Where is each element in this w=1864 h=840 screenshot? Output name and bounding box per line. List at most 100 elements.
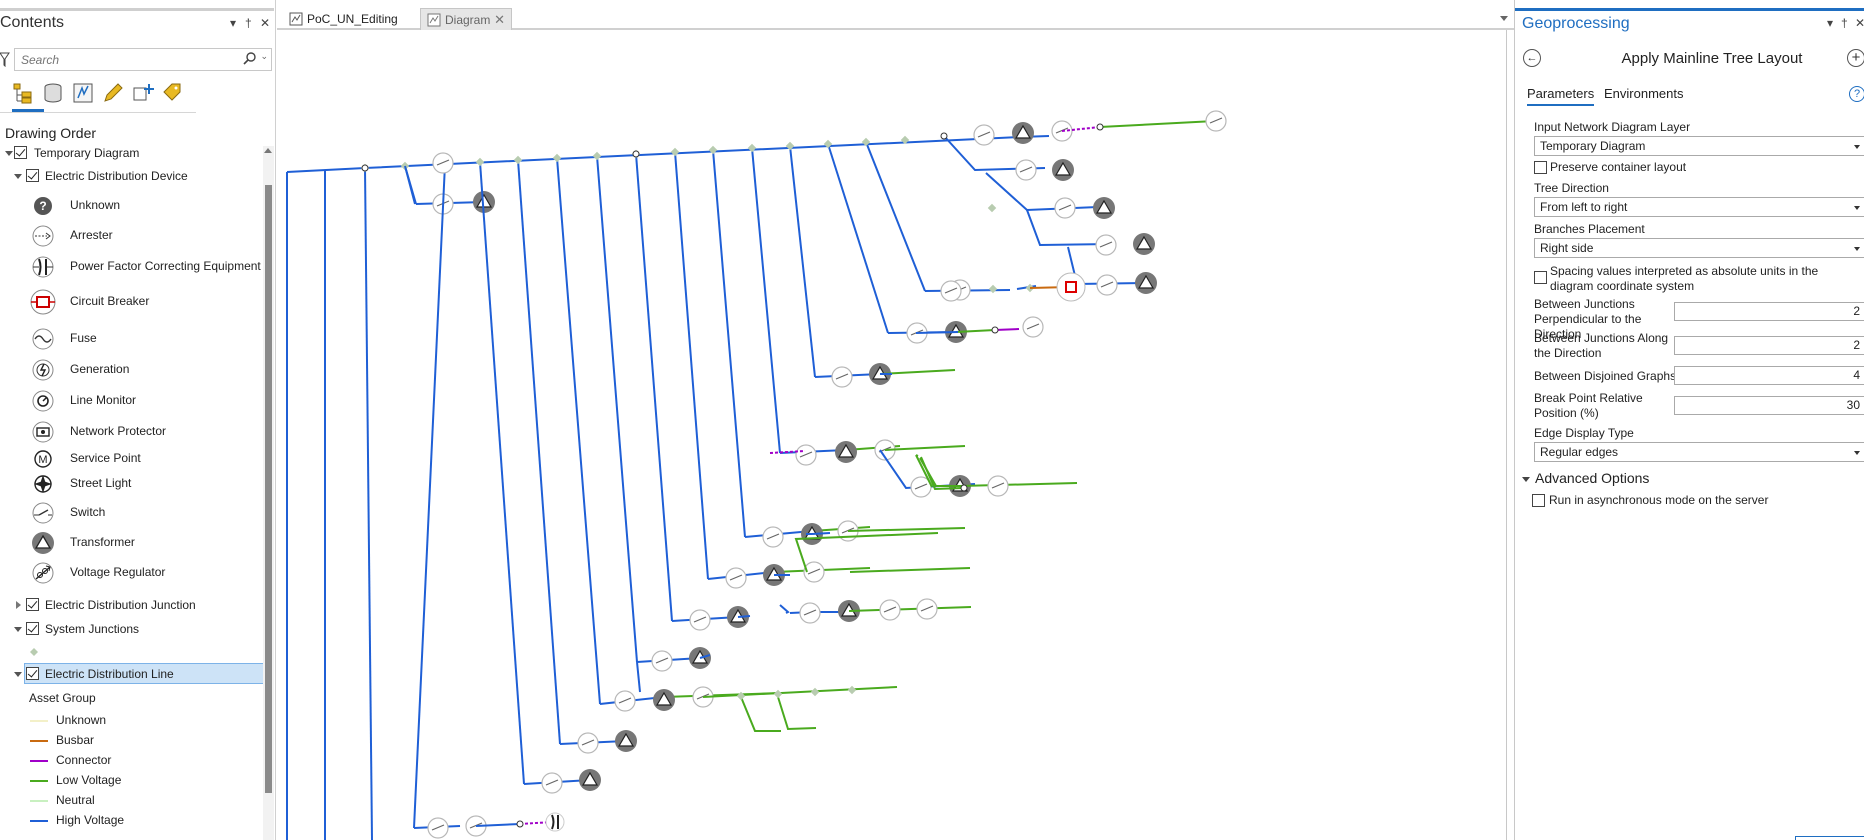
switch-symbol[interactable] [940,280,962,302]
transformer-symbol[interactable] [1052,159,1074,181]
close-icon[interactable]: ✕ [260,16,271,30]
switch-symbol[interactable] [1095,234,1117,256]
spacing-absolute-checkbox[interactable] [1534,271,1547,284]
edge-display-dropdown[interactable]: Regular edges [1534,442,1864,462]
list-by-editing-icon[interactable] [100,80,126,106]
visibility-checkbox[interactable] [14,146,27,159]
expand-icon[interactable] [16,601,21,609]
switch-symbol[interactable] [541,772,563,794]
transformer-symbol[interactable] [1093,197,1115,219]
search-icon[interactable] [243,52,257,66]
network-diagram[interactable] [277,30,1506,840]
branches-placement-dropdown[interactable]: Right side [1534,238,1864,258]
filter-icon[interactable] [0,51,10,67]
junction-marker [847,685,857,695]
switch-symbol[interactable] [879,599,901,621]
transformer-symbol[interactable] [579,769,601,791]
disjoined-graphs-input[interactable]: 4 [1674,366,1864,385]
breakpoint-input[interactable]: 30 [1674,396,1864,415]
tab-list-dropdown-icon[interactable] [1500,16,1508,21]
back-arrow-icon[interactable]: ← [1523,49,1541,67]
tab-close-icon[interactable]: ✕ [494,12,505,27]
tab-diagram[interactable]: Diagram ✕ [420,8,512,30]
between-perp-input[interactable]: 2 [1674,302,1864,321]
legend-item-circuit-breaker: Circuit Breaker [30,289,262,315]
collapse-icon[interactable] [14,627,22,632]
generation-icon [32,359,54,381]
junction-marker [552,153,562,163]
switch-symbol[interactable] [916,598,938,620]
junction-marker [475,157,485,167]
switch-symbol[interactable] [427,817,449,839]
pane-menu-icon[interactable]: ▾ [1827,16,1834,30]
switch-symbol[interactable] [1096,274,1118,296]
pin-icon[interactable]: † [1841,16,1848,30]
close-icon[interactable]: ✕ [1855,16,1864,30]
list-by-selection-icon[interactable] [70,80,96,106]
switch-symbol[interactable] [973,124,995,146]
tab-environments[interactable]: Environments [1604,86,1684,101]
tool-title: Apply Mainline Tree Layout [1621,50,1803,67]
add-tool-icon[interactable]: + [1847,49,1864,67]
map-right-border [1506,30,1507,840]
transformer-symbol[interactable] [835,441,857,463]
transformer-symbol[interactable] [1133,233,1155,255]
pane-menu-icon[interactable]: ▾ [230,16,237,30]
transformer-symbol[interactable] [653,689,675,711]
switch-symbol[interactable] [795,444,817,466]
tab-parameters[interactable]: Parameters [1527,86,1595,106]
switch-symbol[interactable] [799,602,821,624]
collapse-icon[interactable] [14,174,22,179]
contents-scroll-thumb[interactable] [265,185,272,793]
switch-symbol[interactable] [1022,316,1044,338]
line-legend-label: Neutral [56,793,95,807]
pin-icon[interactable]: † [245,16,252,30]
visibility-checkbox[interactable] [26,598,39,611]
collapse-icon[interactable] [5,151,13,156]
lateral-line [712,149,746,538]
visibility-checkbox[interactable] [26,622,39,635]
scroll-up-arrow-icon[interactable] [264,148,272,153]
tree-direction-dropdown[interactable]: From left to right [1534,197,1864,217]
switch-symbol[interactable] [1205,110,1227,132]
between-along-input[interactable]: 2 [1674,336,1864,355]
switch-symbol[interactable] [987,475,1009,497]
transformer-symbol[interactable] [1012,122,1034,144]
switch-symbol[interactable] [614,690,636,712]
advanced-options-header[interactable]: Advanced Options [1522,470,1649,486]
tab-label: Diagram [445,13,491,27]
switch-symbol[interactable] [1015,159,1037,181]
transformer-symbol[interactable] [1135,272,1157,294]
switch-symbol[interactable] [725,567,747,589]
list-by-labeling-icon[interactable] [160,80,186,106]
switch-symbol[interactable] [577,732,599,754]
list-by-snapping-icon[interactable] [130,80,156,106]
async-checkbox[interactable] [1532,494,1545,507]
search-field[interactable]: ⌄ [14,48,272,71]
dropdown-caret-icon [1854,247,1860,251]
switch-symbol[interactable] [1054,197,1076,219]
visibility-checkbox[interactable] [26,169,39,182]
lateral-line [751,147,781,454]
search-options-chevron-icon[interactable]: ⌄ [260,51,268,61]
transformer-symbol[interactable] [615,730,637,752]
help-icon[interactable]: ? [1849,86,1864,102]
visibility-checkbox[interactable] [26,667,39,680]
line-legend-label: Connector [56,753,112,767]
input-layer-dropdown[interactable]: Temporary Diagram [1534,136,1864,156]
switch-symbol[interactable] [831,366,853,388]
tab-poc-un-editing[interactable]: PoC_UN_Editing [283,8,413,30]
switch-symbol[interactable] [803,561,825,583]
switch-symbol[interactable] [762,526,784,548]
search-input[interactable] [19,52,219,68]
list-by-data-source-icon[interactable] [40,80,66,106]
switch-symbol[interactable] [432,152,454,174]
collapse-icon[interactable] [14,672,22,677]
list-by-drawing-order-icon[interactable] [10,80,36,106]
switch-symbol[interactable] [689,609,711,631]
line-swatch [30,740,48,742]
preserve-container-checkbox[interactable] [1534,161,1547,174]
line-legend-low-voltage: Low Voltage [28,772,228,790]
switch-symbol[interactable] [651,650,673,672]
junction-marker [747,143,757,153]
